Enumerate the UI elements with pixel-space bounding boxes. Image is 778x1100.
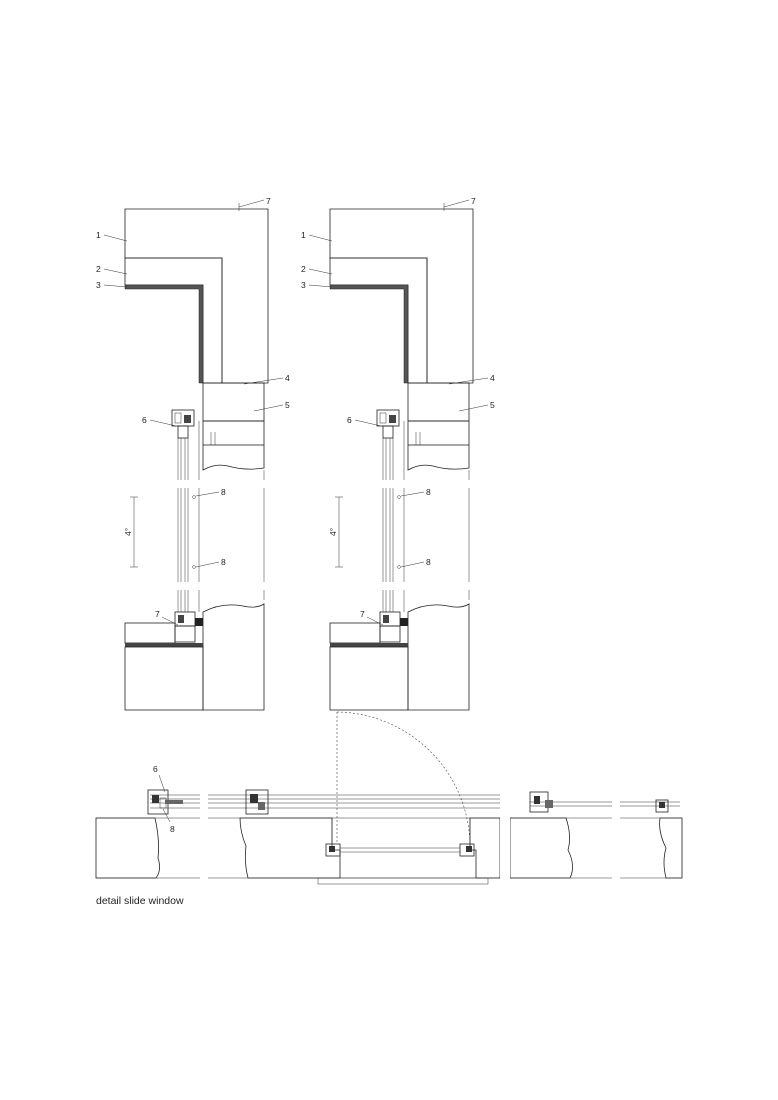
label-5-right: 5 <box>490 400 495 410</box>
vertical-section-left <box>103 199 284 711</box>
label-2-left: 2 <box>96 264 101 274</box>
label-7-right-top: 7 <box>471 196 476 206</box>
label-7-right-bottom: 7 <box>360 609 365 619</box>
label-7-left-top: 7 <box>266 196 271 206</box>
label-4-left: 4 <box>285 373 290 383</box>
label-6-left: 6 <box>142 415 147 425</box>
label-8-left-bottom: 8 <box>221 557 226 567</box>
label-8-plan: 8 <box>170 824 175 834</box>
label-3-right: 3 <box>301 280 306 290</box>
label-8-right-bottom: 8 <box>426 557 431 567</box>
vertical-section-right <box>308 199 489 711</box>
caption: detail slide window <box>96 895 184 907</box>
label-2-right: 2 <box>301 264 306 274</box>
label-3-left: 3 <box>96 280 101 290</box>
label-1-right: 1 <box>301 230 306 240</box>
label-6-plan: 6 <box>153 764 158 774</box>
plan-section <box>95 711 683 885</box>
dimension-right: 4° <box>328 528 338 536</box>
label-8-left-top: 8 <box>221 487 226 497</box>
label-5-left: 5 <box>285 400 290 410</box>
label-1-left: 1 <box>96 230 101 240</box>
label-6-right: 6 <box>347 415 352 425</box>
dimension-left: 4° <box>123 528 133 536</box>
label-8-right-top: 8 <box>426 487 431 497</box>
label-7-left-bottom: 7 <box>155 609 160 619</box>
label-4-right: 4 <box>490 373 495 383</box>
